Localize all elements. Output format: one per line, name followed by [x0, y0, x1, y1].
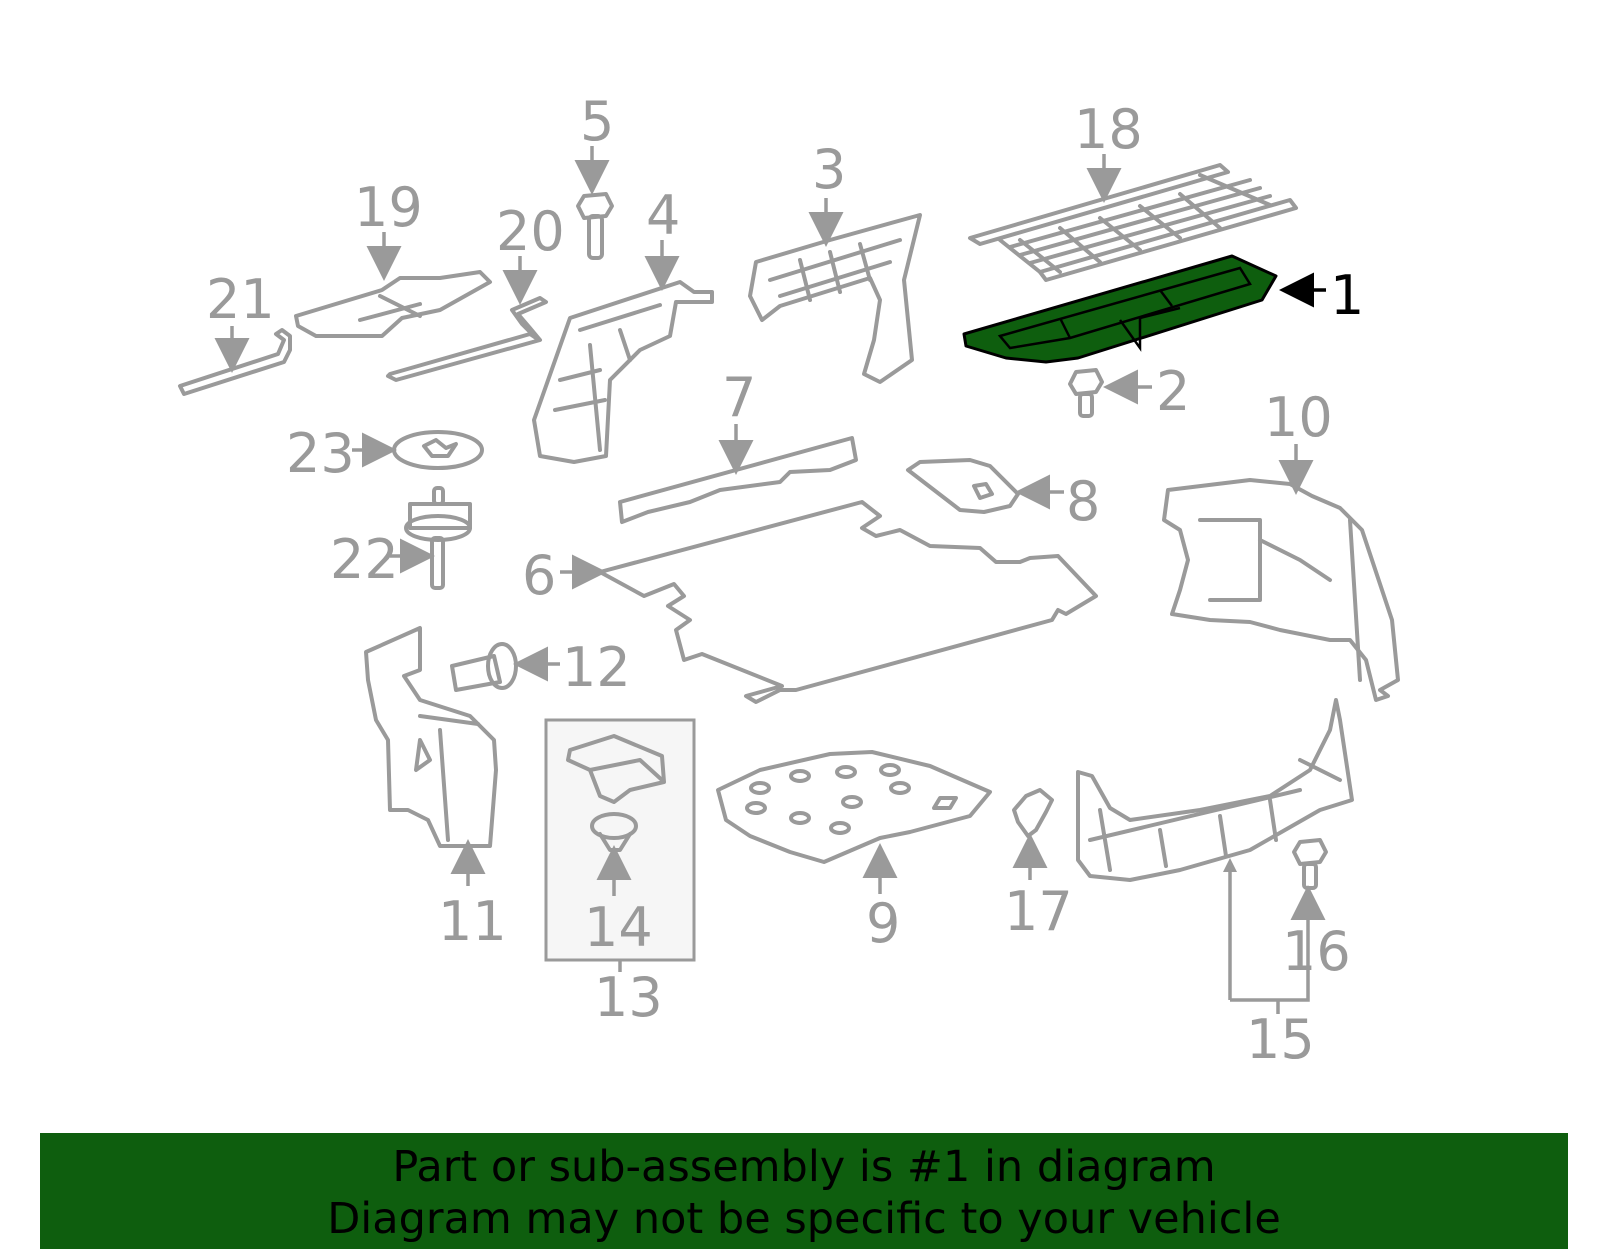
svg-text:10: 10: [1264, 386, 1333, 449]
svg-text:3: 3: [812, 138, 846, 201]
svg-text:5: 5: [580, 90, 614, 153]
svg-text:21: 21: [206, 268, 275, 331]
part-3-trim-panel: [748, 213, 922, 384]
svg-text:12: 12: [562, 636, 631, 699]
part-16-bolt: [1292, 838, 1328, 890]
part-10-side-trim: [1162, 478, 1400, 702]
callout-14: 14: [584, 845, 653, 959]
callout-5: 5: [574, 90, 614, 195]
part-11-trim: [364, 626, 498, 848]
callout-4: 4: [644, 184, 680, 291]
callout-11: 11: [438, 839, 507, 953]
callout-15: 15: [1223, 858, 1315, 1071]
part-15-sill-trim: [1076, 698, 1354, 882]
svg-text:17: 17: [1004, 880, 1073, 943]
callout-18: 18: [1074, 98, 1143, 203]
callout-19: 19: [354, 176, 423, 281]
part-19-jack: [294, 270, 492, 338]
callout-8: 8: [1015, 470, 1100, 533]
part-6-floor-mat: [598, 500, 1098, 704]
part-1-deck-board: [962, 254, 1278, 364]
svg-text:8: 8: [1066, 470, 1100, 533]
svg-text:6: 6: [522, 544, 556, 607]
callout-17: 17: [1004, 833, 1073, 943]
part-4-quarter-trim: [532, 280, 714, 464]
callout-7: 7: [718, 366, 756, 475]
callout-12: 12: [513, 636, 631, 699]
svg-text:20: 20: [496, 200, 565, 263]
part-21-wrench: [178, 328, 292, 396]
svg-text:1: 1: [1330, 264, 1364, 327]
part-7-cross-member: [618, 436, 858, 524]
svg-text:22: 22: [330, 528, 399, 591]
part-2-bolt: [1068, 368, 1104, 418]
svg-text:23: 23: [286, 422, 355, 485]
callout-1: 1: [1279, 264, 1364, 327]
svg-text:18: 18: [1074, 98, 1143, 161]
svg-text:16: 16: [1282, 920, 1351, 983]
svg-text:7: 7: [722, 366, 756, 429]
callout-10: 10: [1264, 386, 1333, 495]
callout-2: 2: [1103, 360, 1190, 423]
part-8-bracket: [906, 458, 1020, 514]
svg-text:19: 19: [354, 176, 423, 239]
svg-text:14: 14: [584, 896, 653, 959]
part-20-jack-handle: [386, 296, 548, 382]
callout-3: 3: [808, 138, 846, 247]
part-5-bolt: [576, 192, 614, 260]
svg-text:13: 13: [594, 966, 663, 1029]
callout-21: 21: [206, 268, 275, 373]
svg-text:4: 4: [646, 184, 680, 247]
callout-22: 22: [330, 528, 435, 591]
part-9-tire-cover: [716, 750, 992, 864]
part-22-hold-down: [404, 486, 472, 590]
part-23-washer: [392, 430, 484, 470]
callout-20: 20: [496, 200, 565, 305]
svg-text:11: 11: [438, 890, 507, 953]
part-17-clip: [1012, 788, 1054, 838]
banner-line-1: Part or sub-assembly is #1 in diagram: [392, 1142, 1216, 1192]
svg-text:9: 9: [866, 892, 900, 955]
svg-text:2: 2: [1156, 360, 1190, 423]
callout-13: 13: [594, 960, 663, 1029]
notice-banner: Part or sub-assembly is #1 in diagram Di…: [40, 1133, 1568, 1249]
callout-9: 9: [862, 843, 900, 955]
callout-23: 23: [286, 422, 397, 485]
part-18-cargo-net: [968, 163, 1298, 282]
banner-line-2: Diagram may not be specific to your vehi…: [327, 1194, 1281, 1244]
svg-text:15: 15: [1246, 1008, 1315, 1071]
part-12-clip: [450, 642, 518, 692]
callout-16: 16: [1282, 885, 1351, 983]
callout-6: 6: [522, 544, 607, 607]
